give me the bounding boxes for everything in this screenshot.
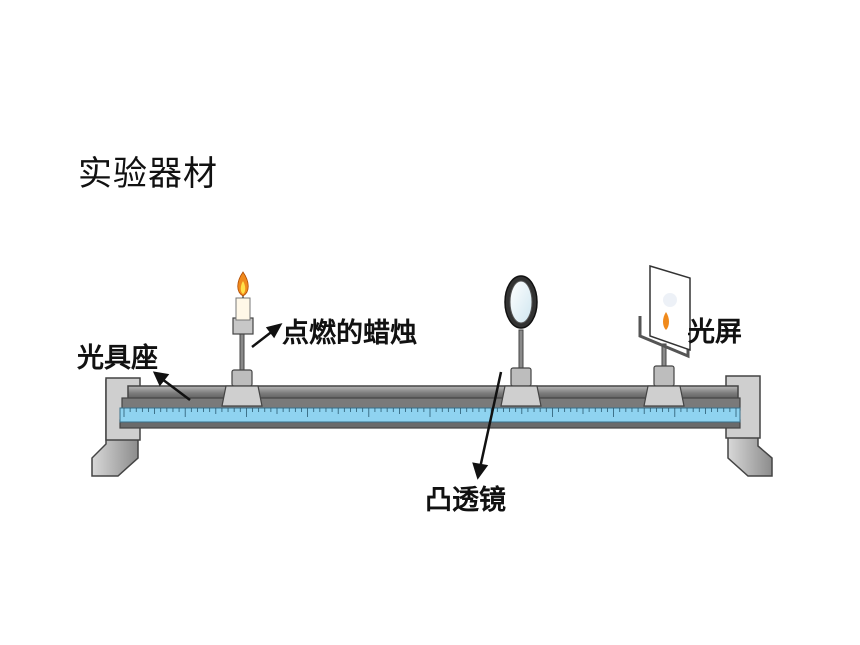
label-light-screen: 光屏 — [688, 317, 742, 348]
candle — [235, 293, 251, 321]
arrow-to-bench — [152, 371, 191, 401]
candle-holder — [221, 317, 263, 407]
label-convex-lens: 凸透镜 — [425, 485, 506, 516]
flame-icon — [237, 271, 249, 297]
convex-lens — [504, 275, 538, 329]
light-screen — [649, 264, 691, 352]
page-title: 实验器材 — [78, 154, 218, 194]
ruler-scale — [119, 407, 741, 423]
label-optical-bench: 光具座 — [77, 343, 158, 374]
arrow-to-lens — [472, 371, 503, 480]
label-candle: 点燃的蜡烛 — [282, 318, 417, 349]
convex-lens-holder — [500, 329, 542, 407]
bench-rail — [119, 385, 741, 429]
arrow-to-candle — [251, 323, 283, 348]
